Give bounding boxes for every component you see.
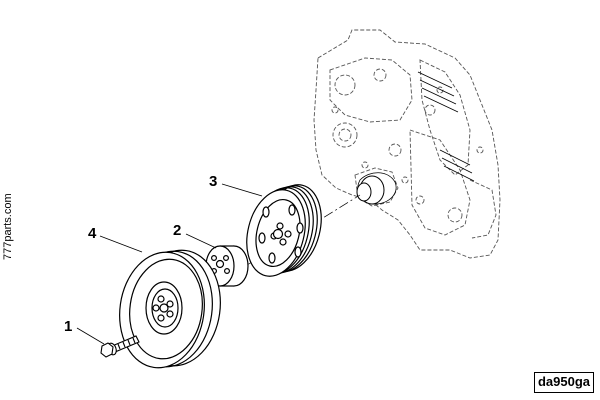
crankshaft-nose — [356, 175, 385, 205]
leader-lines — [76, 183, 263, 345]
callout-4: 4 — [88, 225, 97, 242]
damper — [119, 249, 221, 369]
leader-line-3 — [221, 183, 263, 197]
drawing-code-label: da950ga — [534, 372, 594, 393]
engine-block — [313, 29, 501, 259]
leader-line-4 — [99, 235, 143, 253]
pulley — [246, 184, 322, 277]
callout-3: 3 — [209, 173, 217, 190]
callout-2: 2 — [173, 222, 181, 239]
leader-line-1 — [76, 327, 105, 345]
leader-line-2 — [185, 233, 217, 249]
watermark-text: 777parts.com — [2, 193, 14, 260]
bolt — [100, 335, 140, 358]
callout-1: 1 — [64, 318, 72, 335]
